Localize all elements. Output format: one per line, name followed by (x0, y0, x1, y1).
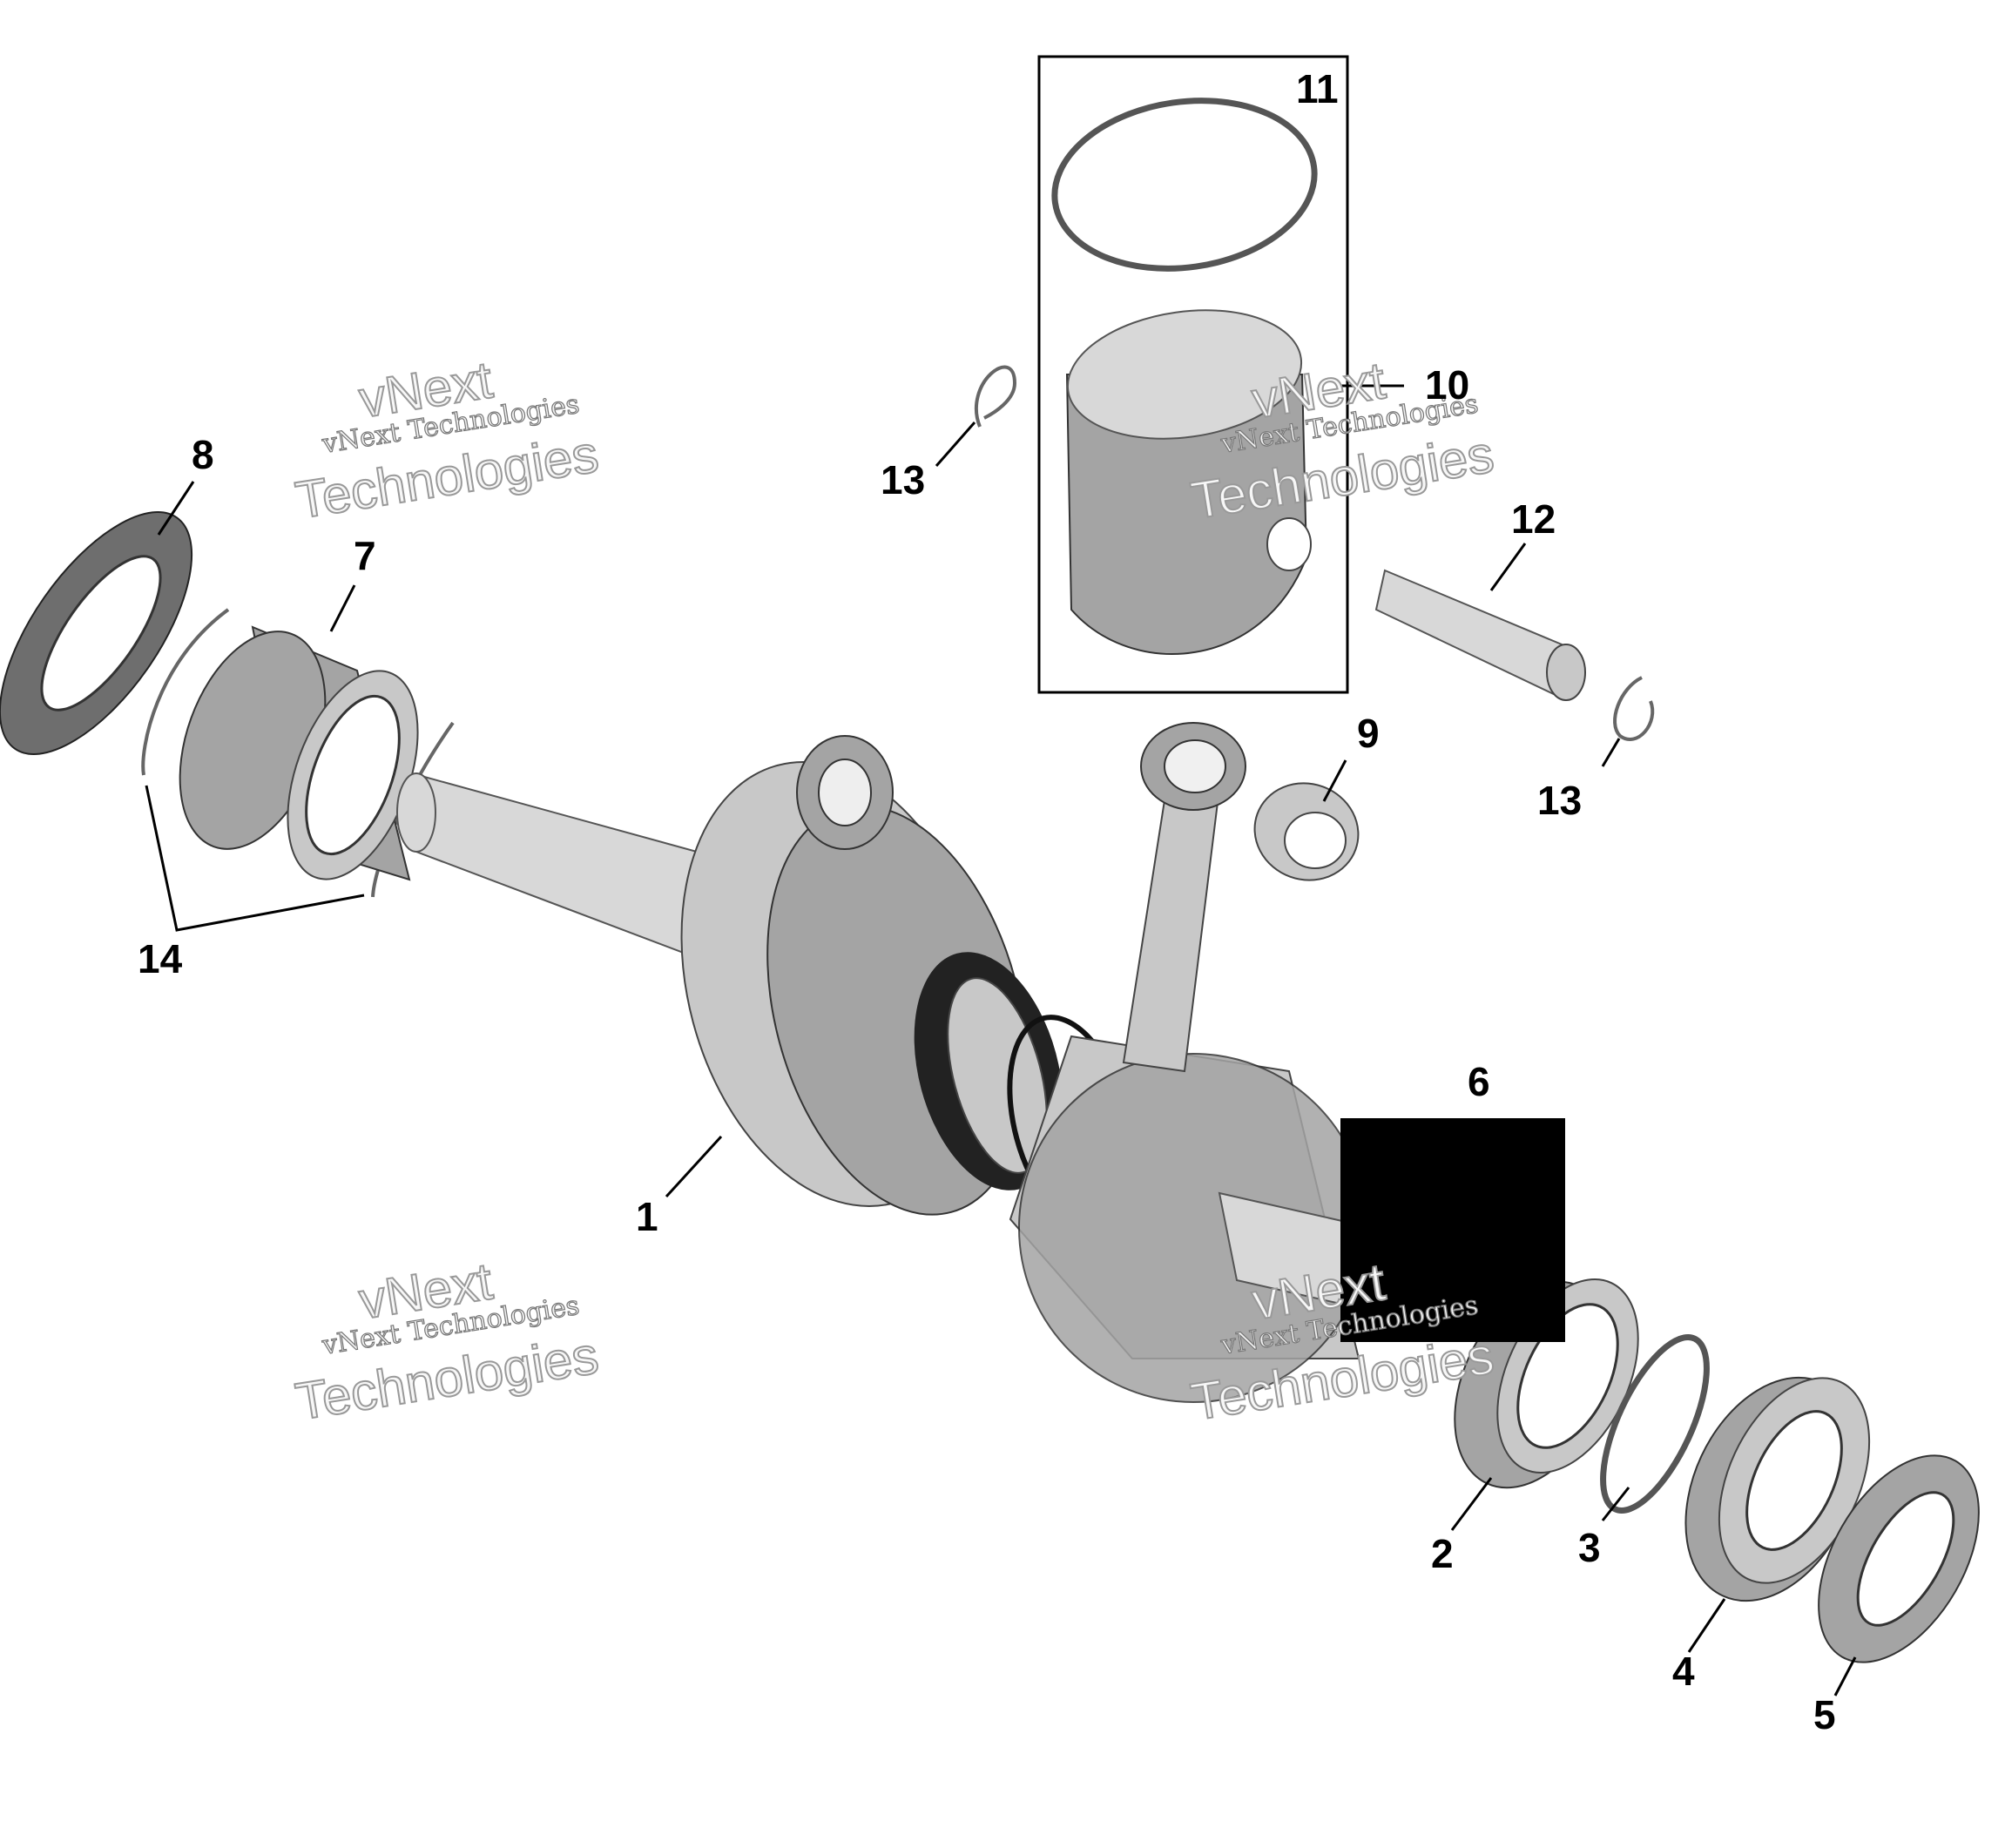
part-13-circlip-upper (974, 365, 1017, 428)
callout-5: 5 (1813, 1692, 1836, 1737)
callout-12: 12 (1511, 496, 1556, 542)
part-3-ring (1600, 1334, 1710, 1514)
callouts: 8 7 14 11 10 13 12 13 9 6 1 2 3 4 5 (138, 66, 1836, 1737)
part-1-crankshaft (396, 735, 1430, 1403)
callout-8: 8 (192, 432, 214, 477)
callout-11: 11 (1296, 66, 1339, 111)
leader-lines (145, 384, 1857, 1696)
callout-6: 6 (1468, 1059, 1490, 1104)
part-12-piston-pin (1374, 569, 1586, 701)
part-4-bearing (1684, 1376, 1871, 1602)
callout-1: 1 (636, 1194, 658, 1239)
callout-9: 9 (1357, 711, 1380, 756)
callout-4: 4 (1672, 1649, 1695, 1694)
part-11-piston-ring (1051, 98, 1318, 272)
part-5-seal (1818, 1454, 1980, 1663)
part-10-piston (1065, 309, 1312, 655)
part-13-circlip-lower (1613, 676, 1655, 741)
part-8-oil-seal (0, 511, 193, 755)
callout-7: 7 (354, 533, 376, 578)
callout-10: 10 (1425, 362, 1469, 408)
callout-3: 3 (1578, 1525, 1601, 1570)
redaction-block (1340, 1118, 1565, 1342)
part-7-bearing (179, 625, 419, 881)
watermark-3: vNext vNext Technologies Technologies (291, 1251, 603, 1432)
callout-13-upper: 13 (881, 457, 925, 502)
callout-2: 2 (1431, 1531, 1454, 1576)
connecting-rod (1122, 722, 1246, 1073)
callout-14: 14 (138, 936, 183, 981)
part-9-needle-bearing (1253, 782, 1360, 881)
callout-13-lower: 13 (1537, 778, 1582, 823)
piston-group-box (1037, 55, 1349, 694)
watermark-1: vNext vNext Technologies Technologies (291, 349, 603, 530)
